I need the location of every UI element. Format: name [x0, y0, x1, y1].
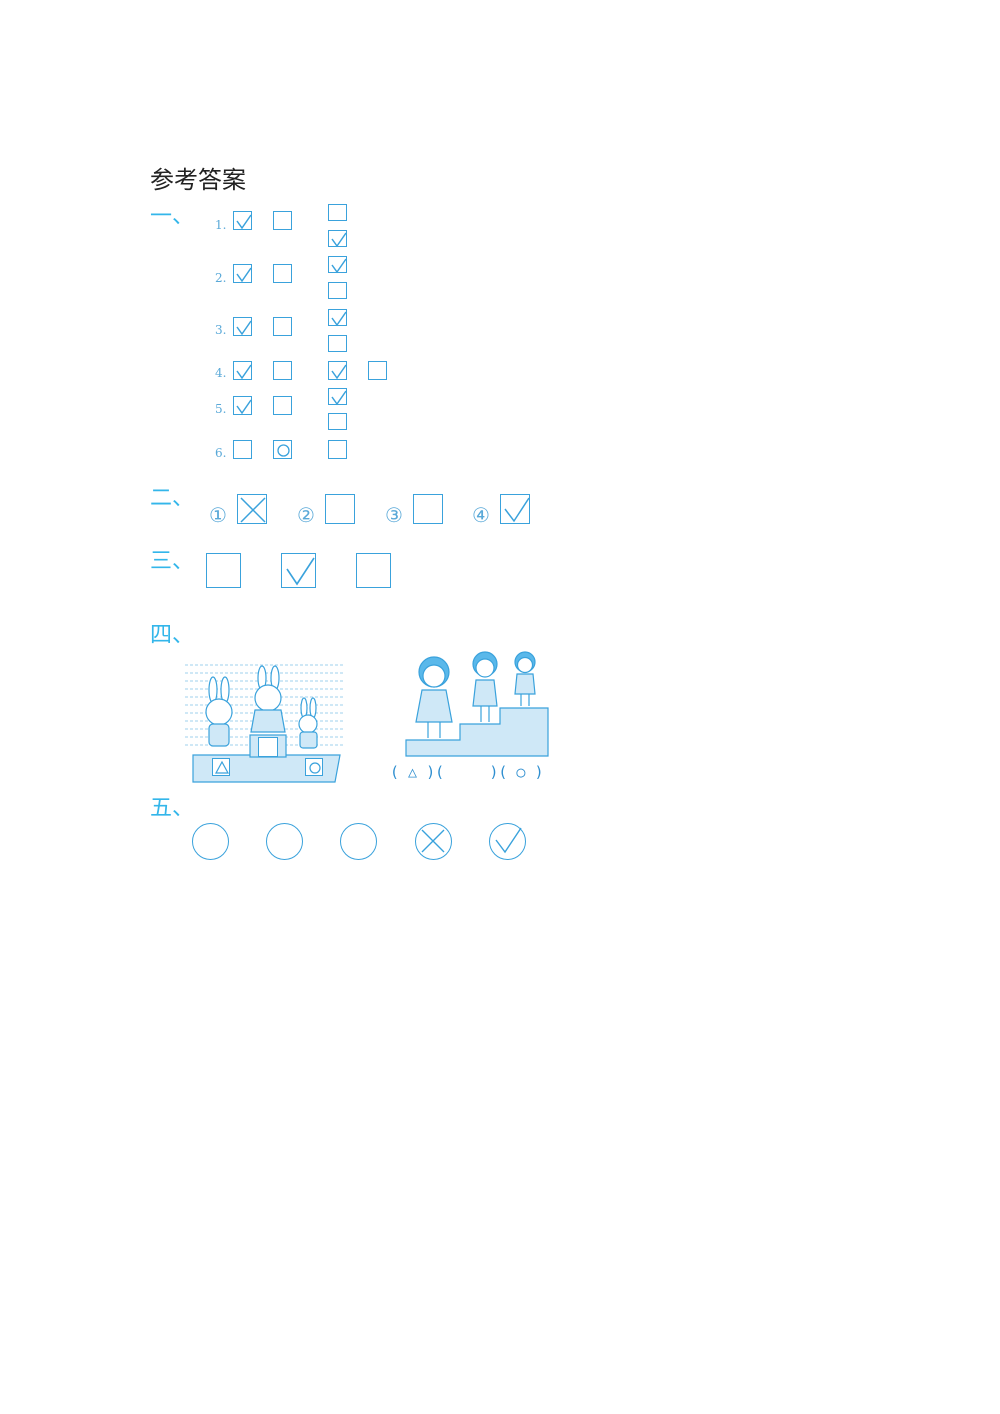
- check-icon: [236, 399, 252, 415]
- q2-item-1-number: ①: [209, 503, 227, 527]
- q1-row-5-box-a: [233, 396, 252, 415]
- q1-row-4-box-d: [368, 361, 387, 380]
- triangle-icon: [214, 760, 230, 774]
- q2-item-3-number: ③: [385, 503, 403, 527]
- section-4-heading: 四、: [150, 623, 195, 648]
- q2-item-2-number: ②: [297, 503, 315, 527]
- q1-row-3-box-c-bottom: [328, 335, 347, 352]
- check-icon: [331, 390, 347, 406]
- circle-icon: [309, 762, 321, 774]
- q2-item-1-box: [237, 494, 267, 524]
- check-icon: [495, 827, 522, 854]
- section-2-heading: 二、: [150, 486, 195, 511]
- rabbit-mark-right: [305, 758, 323, 776]
- q5-circle-2: [266, 823, 303, 860]
- check-icon: [504, 497, 530, 523]
- q1-row-5-box-b: [273, 396, 292, 415]
- q5-circle-3: [340, 823, 377, 860]
- q5-circle-4: [415, 823, 452, 860]
- cross-icon: [421, 829, 445, 853]
- rabbit-mark-left: [212, 758, 230, 776]
- rabbit-mark-middle: [258, 737, 278, 757]
- q2-item-3-box: [413, 494, 443, 524]
- section-5-heading: 五、: [150, 796, 195, 821]
- q1-row-3-box-c-top: [328, 309, 347, 327]
- q1-row-3-label: 3.: [215, 323, 227, 337]
- q2-item-4-number: ④: [472, 503, 490, 527]
- q1-row-2-box-c-bottom: [328, 282, 347, 299]
- q1-row-2-box-b: [273, 264, 292, 283]
- q1-row-6-label: 6.: [215, 446, 227, 460]
- q1-row-6-box-b: [273, 440, 292, 459]
- q3-box-1: [206, 553, 241, 588]
- check-icon: [331, 232, 347, 248]
- q1-row-2-box-a: [233, 264, 252, 283]
- check-icon: [236, 320, 252, 336]
- q1-row-3-box-a: [233, 317, 252, 336]
- q1-row-1-box-b: [273, 211, 292, 230]
- q1-row-5-label: 5.: [215, 402, 227, 416]
- q5-circle-5: [489, 823, 526, 860]
- q1-row-5-box-c-bottom: [328, 413, 347, 430]
- cross-icon: [240, 497, 266, 523]
- q1-row-5-box-c-top: [328, 388, 347, 406]
- q1-row-1-box-c-top: [328, 204, 347, 221]
- q1-row-1-box-a: [233, 211, 252, 230]
- q2-item-2-box: [325, 494, 355, 524]
- q1-row-4-label: 4.: [215, 366, 227, 380]
- check-icon: [236, 267, 252, 283]
- check-icon: [331, 311, 347, 327]
- q1-row-1-label: 1.: [215, 218, 227, 232]
- q1-row-3-box-b: [273, 317, 292, 336]
- check-icon: [331, 258, 347, 274]
- q3-box-3: [356, 553, 391, 588]
- check-icon: [236, 364, 252, 380]
- girls-on-stairs-illustration: [405, 651, 549, 757]
- q5-circle-1: [192, 823, 229, 860]
- q1-row-6-box-c-top: [328, 440, 347, 459]
- check-icon: [236, 214, 252, 230]
- q1-row-4-box-c-top: [328, 361, 347, 380]
- q2-item-4-box: [500, 494, 530, 524]
- section-3-heading: 三、: [150, 549, 195, 574]
- q1-row-2-label: 2.: [215, 271, 227, 285]
- check-icon: [286, 557, 315, 586]
- q3-box-2: [281, 553, 316, 588]
- q1-row-4-box-a: [233, 361, 252, 380]
- q1-row-2-box-c-top: [328, 256, 347, 274]
- page-title: 参考答案: [150, 166, 246, 194]
- circle-icon: [277, 444, 290, 457]
- q1-row-6-box-a: [233, 440, 252, 459]
- check-icon: [331, 364, 347, 380]
- girls-answer-row: ( △ )( )( ○ ): [390, 763, 544, 781]
- section-1-heading: 一、: [150, 204, 195, 229]
- q1-row-4-box-b: [273, 361, 292, 380]
- q1-row-1-box-c-bottom: [328, 230, 347, 248]
